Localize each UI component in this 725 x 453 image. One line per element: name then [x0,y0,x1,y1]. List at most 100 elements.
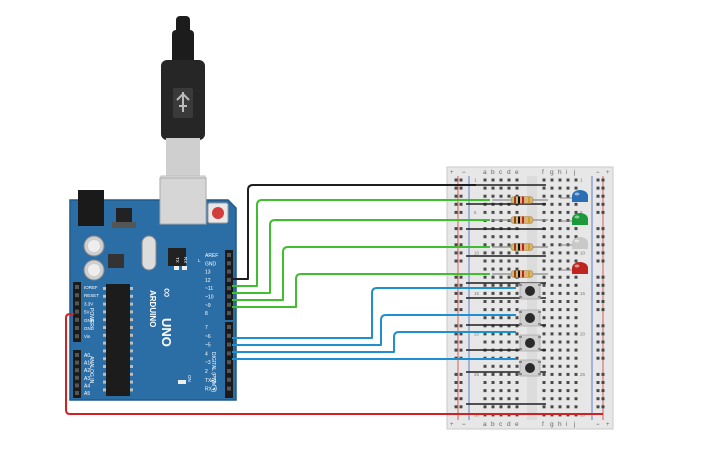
resistor[interactable] [492,196,548,204]
svg-text:−: − [596,422,600,428]
breadboard-column-label: c [499,169,503,176]
analog-pin-label: A1 [84,361,90,367]
svg-text:−: − [462,422,466,428]
wire-pin7-blue[interactable] [232,287,516,339]
svg-text:−: − [462,170,466,176]
breadboard-column-label: d [507,169,511,176]
breadboard-column-label: j [573,421,575,428]
digital-pin-label: 4 [205,351,208,357]
power-header-label: POWER [88,308,94,327]
analog-header [73,350,81,398]
leds [560,190,588,274]
analog-pin-label: A2 [84,368,90,374]
atmega-chip [106,284,130,396]
breadboard-column-label: j [573,169,575,176]
breadboard-row-label: 20 [474,331,480,336]
wires [65,184,603,415]
resistor[interactable] [492,243,548,251]
analog-header-label: ANALOG IN [88,356,94,384]
usb-socket [159,177,207,225]
power-pin-label: Vin [84,334,91,339]
power-header-holes [75,285,79,395]
breadboard-column-label: b [491,169,495,176]
digital-pin-label: ~6 [205,334,211,340]
breadboard-row-label: 5 [474,210,477,215]
power-pin-label: 3.3V [84,301,93,306]
push-button[interactable] [519,334,541,352]
wire-5v-red[interactable] [65,313,603,415]
wire-pin10-green[interactable] [232,273,490,308]
push-buttons [519,282,541,377]
breadboard-row-label: 25 [580,372,586,377]
breadboard-row-label: 25 [474,372,480,377]
breadboard-row-label: 20 [580,331,586,336]
wire-pin6-blue[interactable] [232,314,516,346]
breadboard-row-label: 5 [580,210,583,215]
breadboard-column-label: b [491,421,495,428]
breadboard-column-label: f [542,421,544,428]
breadboard-column-label: i [566,169,567,176]
breadboard-row-label: 10 [580,250,586,255]
digital-pin-label: ~10 [205,295,214,301]
breadboard-column-label: e [515,421,519,428]
resistors [492,196,548,278]
model-label: UNO [159,318,174,347]
breadboard-column-label: h [558,169,562,176]
svg-text:+: + [450,170,454,176]
digital-header-label: DIGITAL (PWM ~) [210,352,216,392]
wire-pin5-blue[interactable] [232,331,516,353]
power-pin-label: GND [84,318,95,323]
svg-text:+: + [606,170,610,176]
breadboard-column-label: g [550,421,554,428]
breadboard-row-label: 1 [474,178,477,183]
digital-pin-label: AREF [205,253,218,259]
breadboard-row-label: 1 [580,178,583,183]
digital-pin-label: 7 [205,325,208,331]
breadboard-column-label: d [507,421,511,428]
push-button[interactable] [519,309,541,327]
digital-header [225,250,233,320]
resistor[interactable] [492,216,548,224]
led-green[interactable] [560,213,588,225]
usb-chip [168,248,186,266]
analog-pin-label: A5 [84,391,90,397]
power-pin-label: IOREF [84,285,98,290]
power-pin-label: RESET [84,293,99,298]
breadboard-column-label: a [483,421,487,428]
wire-pin13-green[interactable] [232,199,490,287]
breadboard-column-label: i [566,421,567,428]
wire-pin12-green[interactable] [232,219,490,294]
breadboard-column-label: f [542,169,544,176]
power-jack[interactable] [78,190,104,226]
wire-pin11-green[interactable] [232,246,490,301]
digital-pin-label: ~5 [205,343,211,349]
led-red[interactable] [560,262,588,274]
svg-text:−: − [596,170,600,176]
digital-pin-label: RX◂0 [205,387,217,393]
breadboard-column-label: a [483,169,487,176]
power-pin-label: 5V [84,310,90,315]
digital-pin-label: GND [205,261,217,267]
resistor[interactable] [492,270,548,278]
breadboard-column-label: e [515,169,519,176]
svg-text:+: + [450,422,454,428]
power-pin-label: GND [84,326,95,331]
digital-pin-label: ~11 [205,286,213,292]
wire-gnd-black[interactable] [232,184,476,280]
analog-pin-label: A0 [84,353,90,359]
l-label: L [198,258,201,263]
digital-pin-label: ~3 [205,360,211,366]
digital-pin-label: 2 [205,369,208,375]
led-blue[interactable] [560,190,588,202]
breadboard-row-label: 15 [580,291,586,296]
rx-label: RX [183,257,188,263]
digital-pin-label: 8 [205,311,208,317]
led-white[interactable] [560,237,588,249]
digital-pin-label: 13 [205,270,211,276]
push-button[interactable] [519,359,541,377]
push-button[interactable] [519,282,541,300]
chip-pins [103,287,133,392]
arduino-logo-icon: ∞ [160,288,175,297]
